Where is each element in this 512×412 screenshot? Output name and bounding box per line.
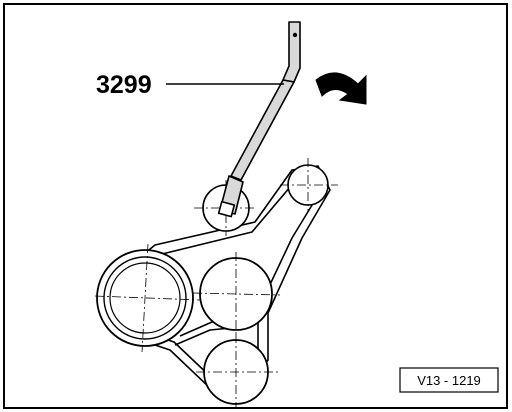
figure-frame: [3, 3, 508, 409]
reference-code: V13 - 1219: [417, 373, 481, 388]
tool-number-label: 3299: [96, 71, 152, 99]
reference-code-box: V13 - 1219: [399, 367, 499, 393]
tool-3299: [217, 21, 301, 218]
clockwise-arrow-icon: [315, 72, 367, 105]
